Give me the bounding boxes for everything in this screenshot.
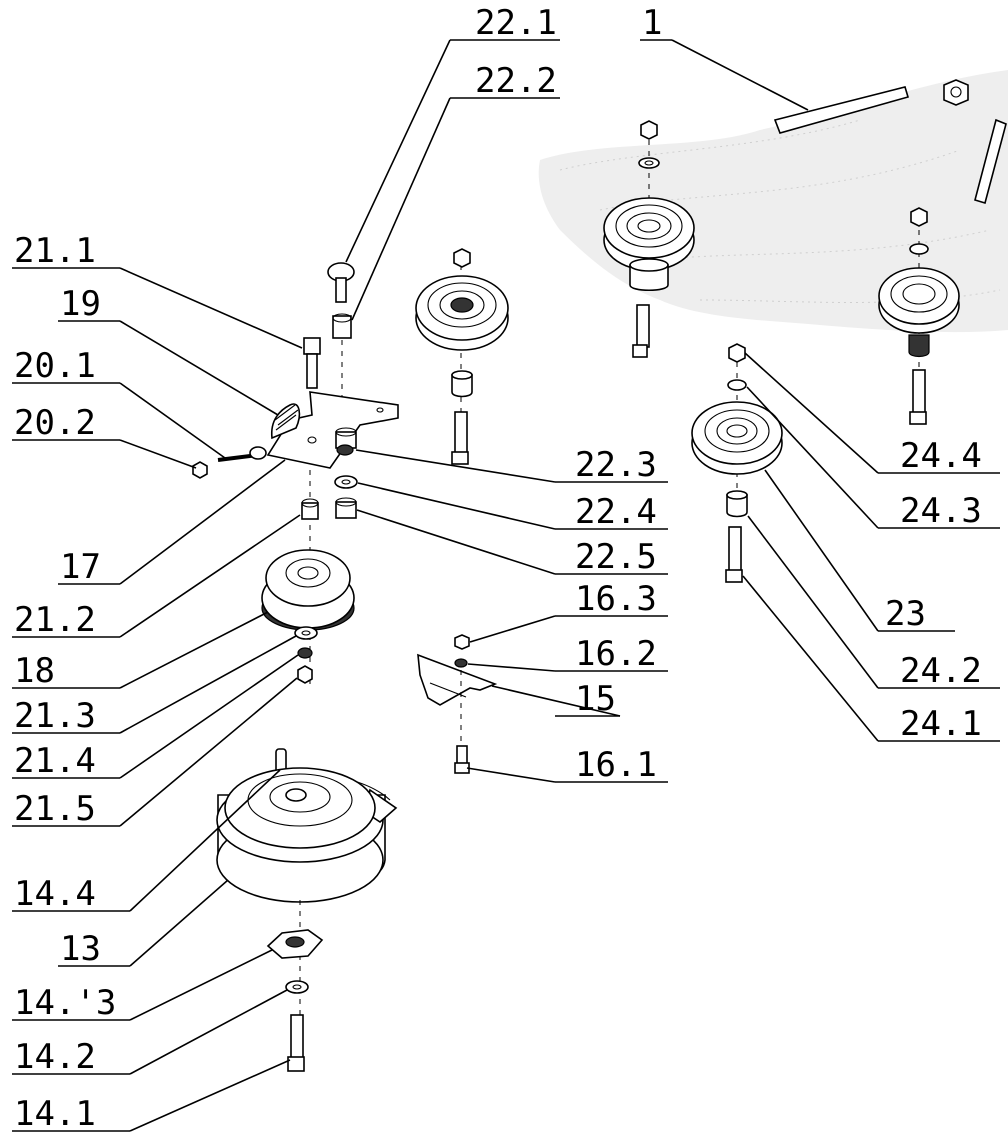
- label-19: 19: [58, 284, 120, 324]
- label-21-5: 21.5: [12, 789, 120, 829]
- clutch-13: [216, 767, 398, 1020]
- pulley-stack-b: [415, 248, 509, 465]
- svg-text:20.2: 20.2: [14, 403, 96, 443]
- svg-text:14.4: 14.4: [14, 874, 96, 914]
- pulley-stack-c: [878, 207, 960, 425]
- leader-lines: [119, 39, 879, 1132]
- svg-text:22.2: 22.2: [475, 61, 557, 101]
- label-17: 17: [58, 547, 120, 587]
- label-14-1: 14.1: [12, 1094, 130, 1134]
- svg-text:16.2: 16.2: [575, 634, 657, 674]
- label-13: 13: [58, 929, 130, 969]
- label-1: 1: [640, 3, 672, 43]
- label-16-1: 16.1: [555, 745, 668, 785]
- svg-text:24.3: 24.3: [900, 491, 982, 531]
- label-22-4: 22.4: [555, 492, 668, 532]
- svg-text:21.2: 21.2: [14, 600, 96, 640]
- label-24-2: 24.2: [878, 651, 1000, 691]
- clutch-fasteners-14: [266, 929, 324, 1072]
- label-18: 18: [12, 651, 120, 691]
- label-21-1: 21.1: [12, 231, 120, 271]
- label-14-4: 14.4: [12, 874, 130, 914]
- label-22-5: 22.5: [555, 537, 668, 577]
- svg-text:22.3: 22.3: [575, 445, 657, 485]
- label-23: 23: [878, 594, 955, 634]
- pulley-stack-d: [691, 343, 783, 583]
- label-22-2: 22.2: [450, 61, 560, 101]
- label-20-1: 20.1: [12, 346, 120, 386]
- svg-text:17: 17: [60, 547, 101, 587]
- label-21-2: 21.2: [12, 600, 120, 640]
- svg-text:15: 15: [575, 679, 616, 719]
- label-16-2: 16.2: [555, 634, 668, 674]
- label-14-3: 14.'3: [12, 983, 130, 1023]
- label-24-4: 24.4: [878, 436, 1000, 476]
- nut-top-right: [943, 79, 969, 106]
- svg-text:21.1: 21.1: [14, 231, 96, 271]
- svg-text:22.1: 22.1: [475, 3, 557, 43]
- label-21-3: 21.3: [12, 696, 120, 736]
- svg-text:22.4: 22.4: [575, 492, 657, 532]
- svg-text:23: 23: [885, 594, 926, 634]
- washers-and-nut-21: [294, 626, 318, 684]
- label-21-4: 21.4: [12, 741, 120, 781]
- svg-text:19: 19: [60, 284, 101, 324]
- svg-text:14.'3: 14.'3: [14, 983, 116, 1023]
- label-20-2: 20.2: [12, 403, 120, 443]
- svg-text:13: 13: [60, 929, 101, 969]
- label-14-2: 14.2: [12, 1037, 130, 1077]
- belt-part-1: [773, 86, 1007, 205]
- pulley-18: [261, 549, 355, 631]
- svg-text:18: 18: [14, 651, 55, 691]
- svg-text:14.1: 14.1: [14, 1094, 96, 1134]
- svg-text:24.4: 24.4: [900, 436, 982, 476]
- svg-text:1: 1: [642, 3, 662, 43]
- bracket-15: [417, 634, 498, 774]
- svg-text:24.2: 24.2: [900, 651, 982, 691]
- pulley-stack-a: [603, 120, 695, 358]
- svg-text:16.3: 16.3: [575, 579, 657, 619]
- label-22-1: 22.1: [450, 3, 560, 43]
- svg-text:21.4: 21.4: [14, 741, 96, 781]
- label-24-1: 24.1: [878, 704, 1000, 744]
- svg-text:14.2: 14.2: [14, 1037, 96, 1077]
- svg-text:20.1: 20.1: [14, 346, 96, 386]
- svg-text:24.1: 24.1: [900, 704, 982, 744]
- svg-text:21.5: 21.5: [14, 789, 96, 829]
- svg-text:21.3: 21.3: [14, 696, 96, 736]
- label-16-3: 16.3: [555, 579, 668, 619]
- label-24-3: 24.3: [878, 491, 1000, 531]
- label-22-3: 22.3: [555, 445, 668, 485]
- svg-text:22.5: 22.5: [575, 537, 657, 577]
- svg-text:16.1: 16.1: [575, 745, 657, 785]
- label-15: 15: [555, 679, 620, 719]
